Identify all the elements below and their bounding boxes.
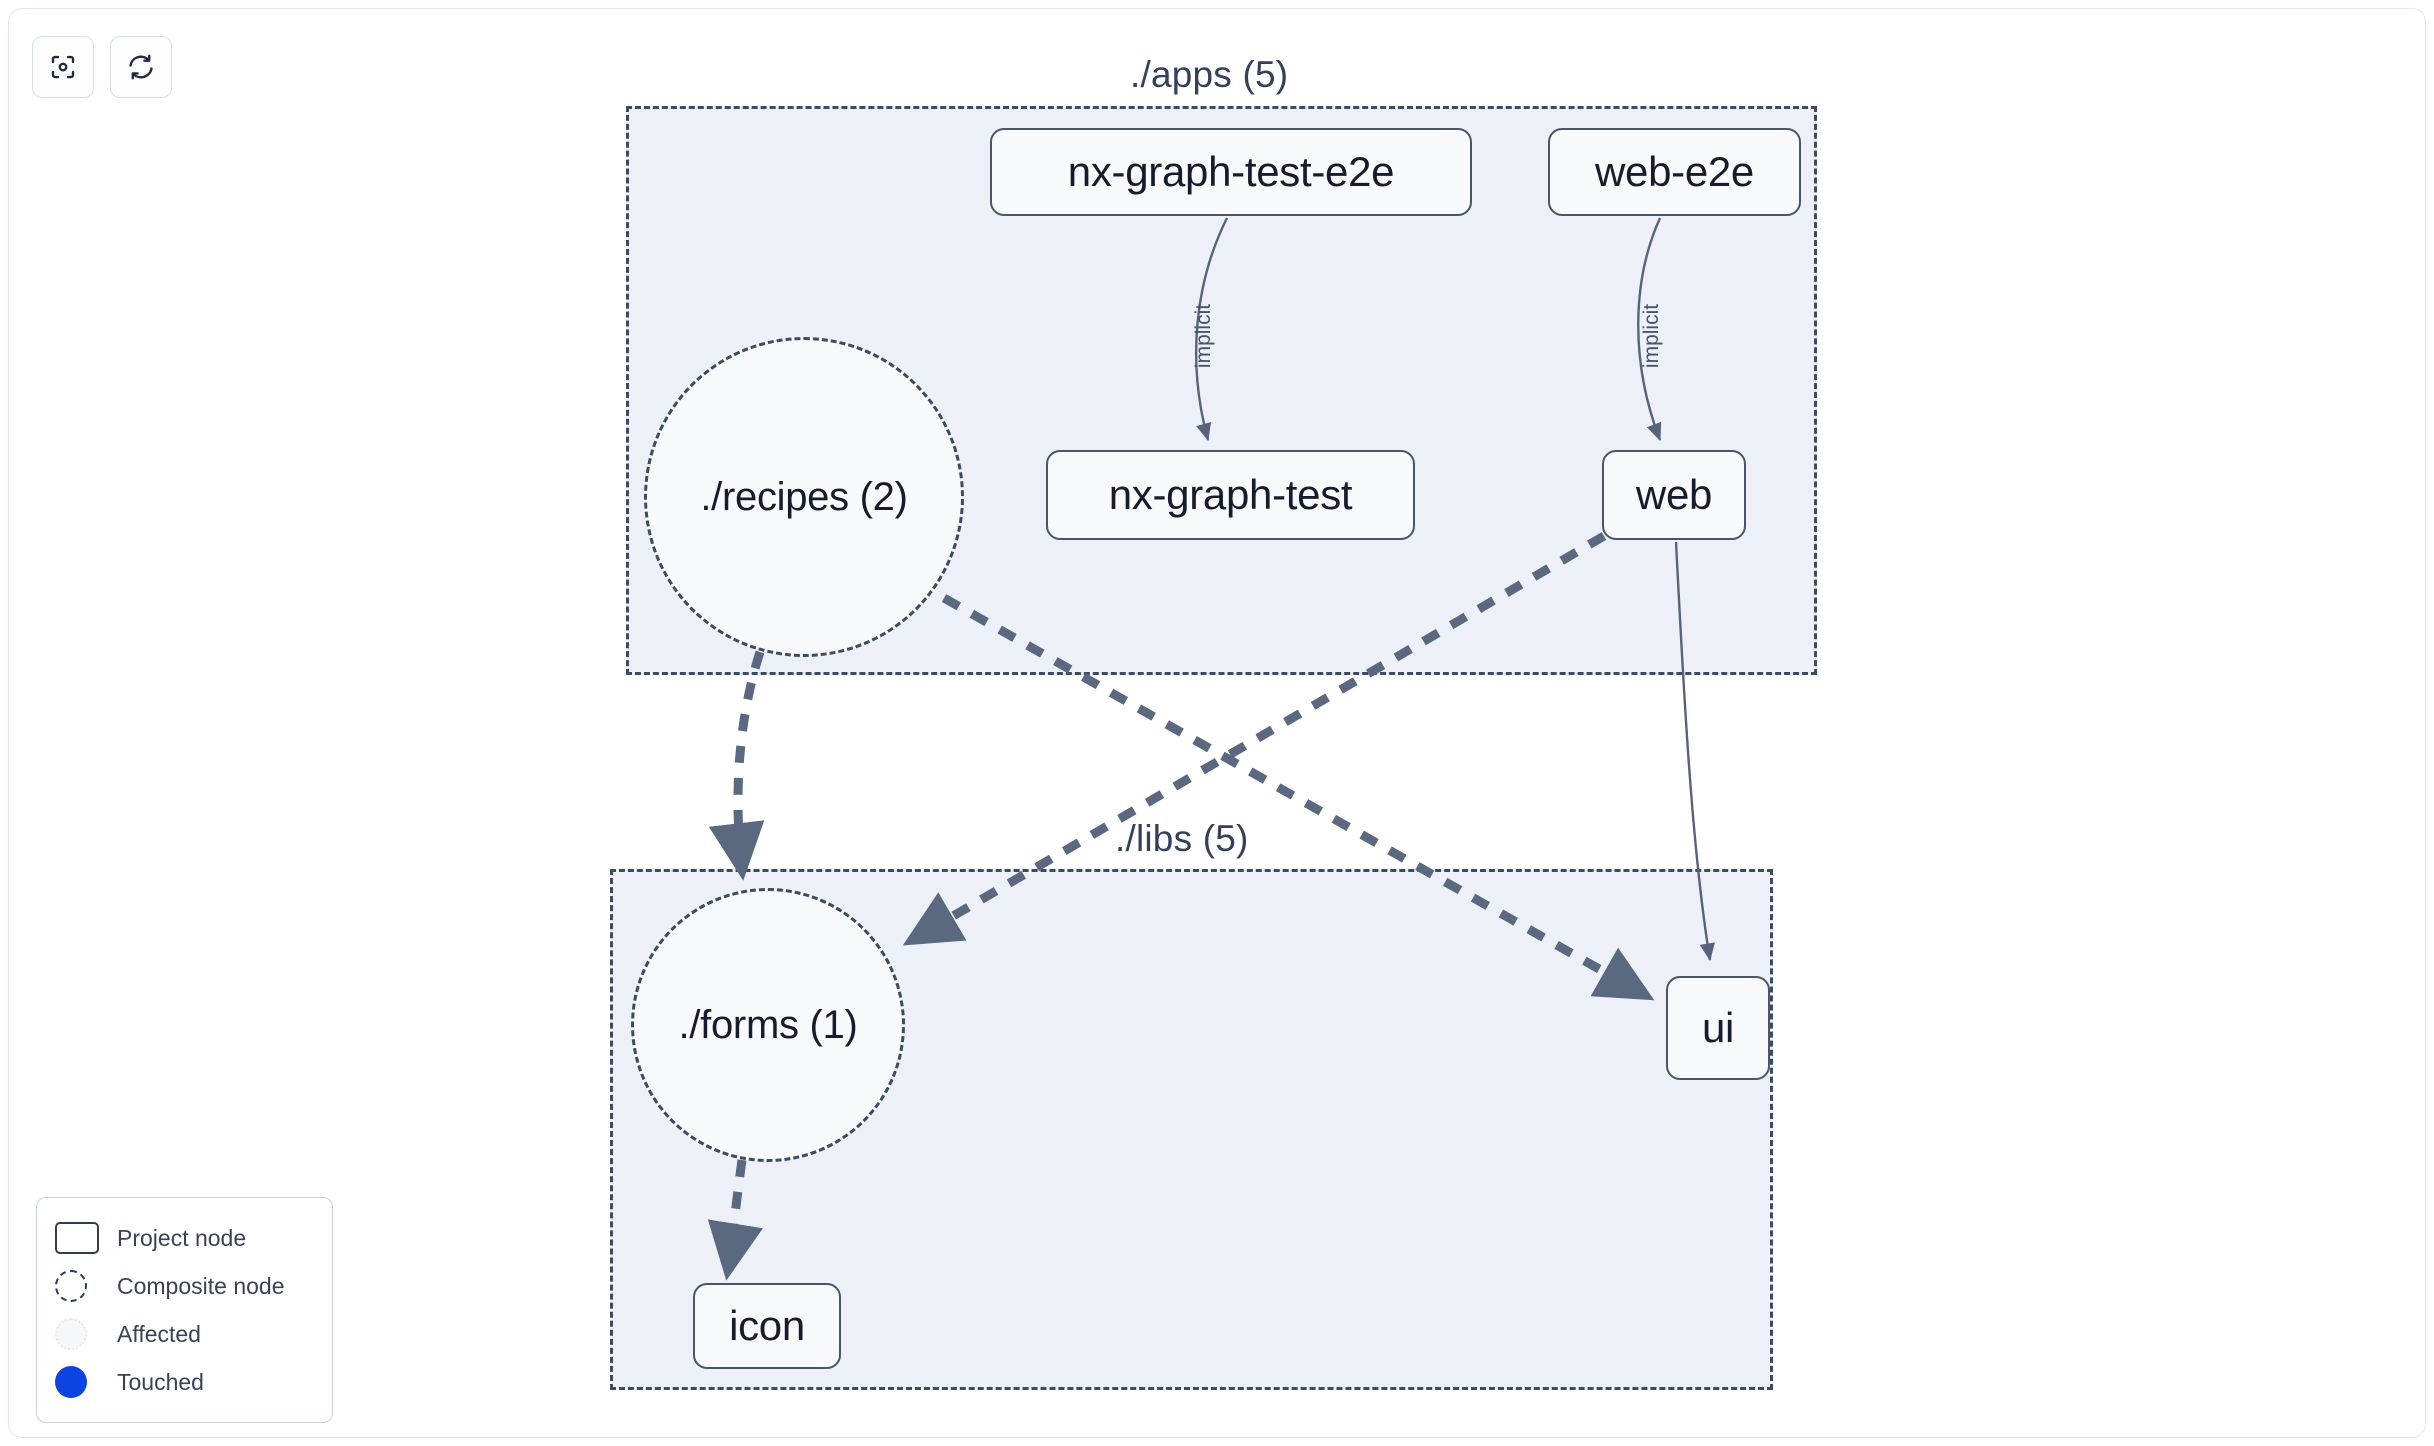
graph-node-web-e2e[interactable]: web-e2e — [1548, 128, 1801, 216]
refresh-icon — [126, 52, 156, 82]
legend-label: Composite node — [117, 1272, 285, 1299]
graph-node-recipes[interactable]: ./recipes (2) — [644, 337, 964, 657]
graph-toolbar — [32, 36, 172, 98]
affected-swatch — [55, 1317, 101, 1351]
composite-node-swatch — [55, 1269, 101, 1303]
legend-item-composite-node: Composite node — [55, 1262, 314, 1310]
graph-node-forms[interactable]: ./forms (1) — [631, 888, 905, 1162]
group-label-apps: ./apps (5) — [1122, 56, 1297, 93]
project-node-swatch — [55, 1221, 101, 1255]
edge-label-implicit-nx-graph-test: implicit — [1192, 303, 1216, 369]
legend-item-touched: Touched — [55, 1358, 314, 1406]
graph-node-icon[interactable]: icon — [693, 1283, 841, 1369]
legend-item-affected: Affected — [55, 1310, 314, 1358]
edge-label-implicit-web: implicit — [1640, 303, 1664, 369]
touched-swatch — [55, 1365, 101, 1399]
graph-node-ui[interactable]: ui — [1666, 976, 1770, 1080]
focus-graph-button[interactable] — [32, 36, 94, 98]
legend-label: Project node — [117, 1224, 247, 1251]
graph-node-nx-graph-test-e2e[interactable]: nx-graph-test-e2e — [990, 128, 1472, 216]
graph-node-nx-graph-test[interactable]: nx-graph-test — [1046, 450, 1415, 540]
focus-target-icon — [48, 52, 78, 82]
legend-label: Touched — [117, 1368, 204, 1395]
graph-legend: Project node Composite node Affected Tou… — [36, 1197, 333, 1423]
legend-item-project-node: Project node — [55, 1214, 314, 1262]
group-label-libs: ./libs (5) — [1107, 820, 1257, 857]
graph-node-web[interactable]: web — [1602, 450, 1746, 540]
legend-label: Affected — [117, 1320, 201, 1347]
refresh-graph-button[interactable] — [110, 36, 172, 98]
